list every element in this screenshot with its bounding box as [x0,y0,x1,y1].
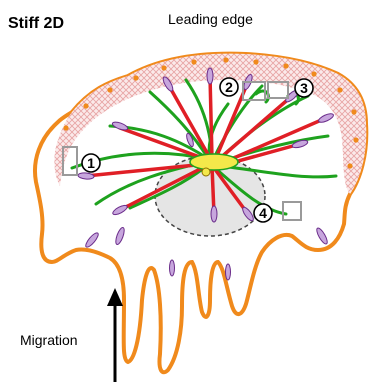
marker-1-label: 1 [87,155,95,171]
migration-arrow-icon [107,288,123,382]
migration-label: Migration [20,332,78,348]
marker-2: 2 [220,78,238,96]
leading-edge-label: Leading edge [168,11,253,27]
diagram-title: Stiff 2D [8,15,64,32]
marker-4: 4 [254,204,272,222]
marker-3: 3 [295,79,313,97]
marker-3-label: 3 [300,80,308,96]
marker-2-label: 2 [225,79,233,95]
marker-1: 1 [82,154,100,172]
marker-4-label: 4 [259,205,267,221]
